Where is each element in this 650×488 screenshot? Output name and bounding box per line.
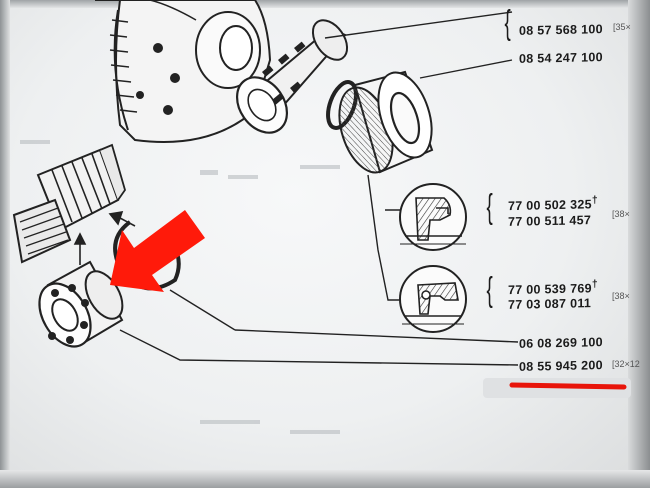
- pinion-shaft: [12, 143, 126, 264]
- crown-wheel: [95, 0, 272, 143]
- part-number-seal-a-2: 77 00 511 457: [508, 213, 592, 229]
- page-edge-left: [0, 0, 10, 488]
- part-number-seal-b-2: 77 03 087 011: [508, 296, 592, 312]
- part-number-bearing: 08 54 247 100: [519, 50, 603, 66]
- taper-bearing: [235, 19, 349, 134]
- brace-top: {: [504, 4, 511, 42]
- part-number-top: 08 57 568 100: [519, 22, 603, 38]
- part-number-circlip: 06 08 269 100: [519, 335, 603, 351]
- bleed-through: [20, 140, 340, 434]
- size-note-small-bearing: [32×12: [612, 359, 640, 369]
- size-note-seal-b: [38×: [612, 291, 630, 301]
- brace-seal-b: {: [486, 271, 493, 309]
- part-number-seal-a-1: 77 00 502 325†: [508, 195, 598, 214]
- size-note-top: [35×: [613, 22, 631, 32]
- oil-seal: [338, 70, 434, 174]
- seal-detail-a: [399, 183, 467, 251]
- assembly-arrows: [73, 210, 136, 265]
- seal-detail-b: [399, 265, 467, 333]
- page-edge-bottom: [0, 470, 650, 488]
- part-number-seal-b-1: 77 00 539 769†: [508, 279, 598, 298]
- page-edge-right: [628, 0, 650, 488]
- size-note-seal-a: [38×: [612, 209, 630, 219]
- dagger-mark: †: [591, 195, 598, 207]
- brace-seal-a: {: [486, 188, 493, 226]
- part-number-small-bearing: 08 55 945 200: [519, 358, 603, 374]
- dagger-mark: †: [591, 279, 598, 291]
- red-arrow-icon: [110, 210, 205, 292]
- red-underline-mark: [509, 382, 627, 390]
- page-edge-top: [0, 0, 650, 8]
